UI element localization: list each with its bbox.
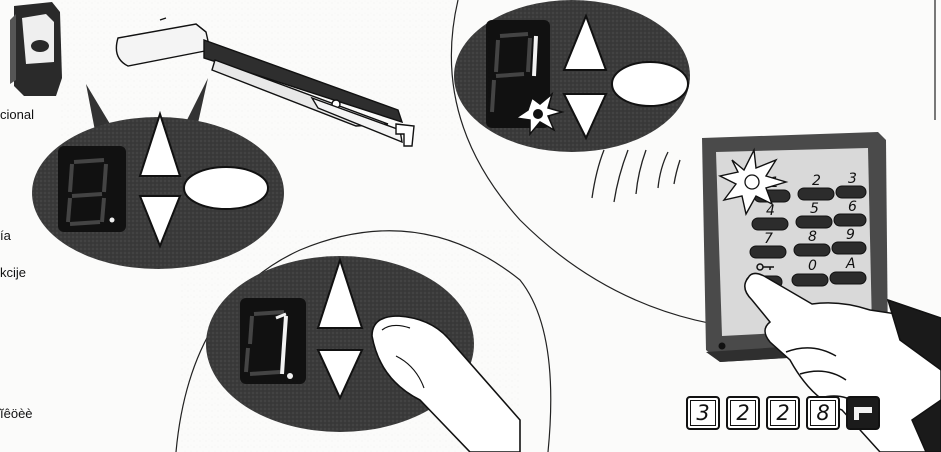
keypad-key-3: 3 [848,171,857,187]
keypad-key-4: 4 [766,203,775,219]
keypad-key-5: 5 [810,201,819,217]
keypad-key-8: 8 [808,229,817,245]
keypad-key-9: 9 [846,227,855,243]
code-digit-1: 3 [686,396,720,430]
code-digit-2: 2 [726,396,760,430]
keypad-key-7: 7 [764,231,773,247]
code-sequence: 3 2 2 8 [686,396,880,430]
keypad-key-0: 0 [808,258,817,274]
code-digit-3: 2 [766,396,800,430]
keypad-key-6: 6 [848,199,857,215]
garage-unit-fragment [10,2,62,96]
control-panel-top [454,0,690,152]
enter-key-icon [846,396,880,430]
signal-waves [592,150,680,202]
code-digit-4: 8 [806,396,840,430]
keypad-key-a: A [845,256,856,272]
keypad-key-2: 2 [812,173,821,189]
